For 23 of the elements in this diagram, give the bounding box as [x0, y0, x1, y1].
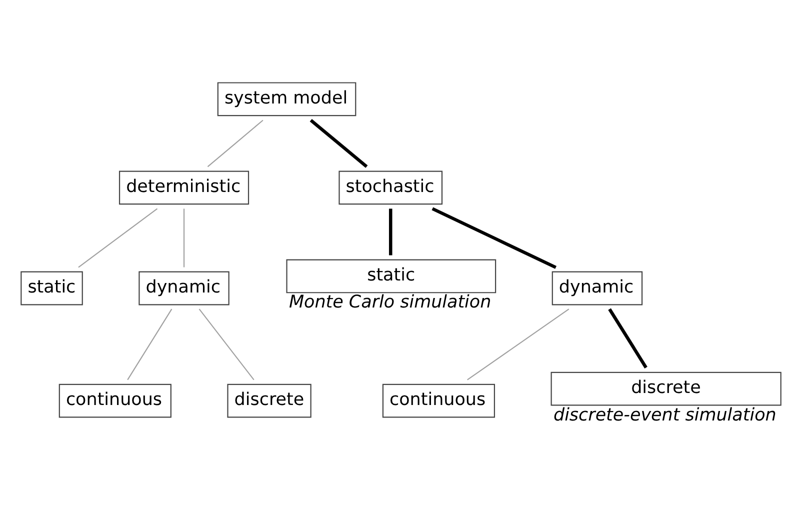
connector [127, 308, 172, 380]
node-box: continuous [382, 384, 495, 418]
connector [310, 119, 368, 168]
connector [207, 120, 264, 168]
node-box: system model [217, 82, 356, 116]
connector [432, 207, 557, 269]
node-box: deterministic [118, 170, 250, 205]
connector [78, 208, 158, 268]
connector [183, 208, 185, 268]
connector [608, 308, 648, 368]
connector [388, 208, 392, 256]
node-box: dynamic [138, 271, 230, 306]
node-box: continuous [58, 384, 172, 418]
node-box: dynamic [552, 271, 643, 306]
connector [467, 308, 570, 380]
node-label: discrete-event simulation [553, 405, 776, 426]
node-box: discrete [227, 384, 312, 418]
node-label: Monte Carlo simulation [288, 292, 492, 313]
node-box: stochastic [338, 170, 443, 205]
node-box: static [286, 259, 496, 294]
node-box: static [20, 271, 83, 306]
connector [198, 308, 254, 380]
node-box: discrete [550, 372, 782, 406]
